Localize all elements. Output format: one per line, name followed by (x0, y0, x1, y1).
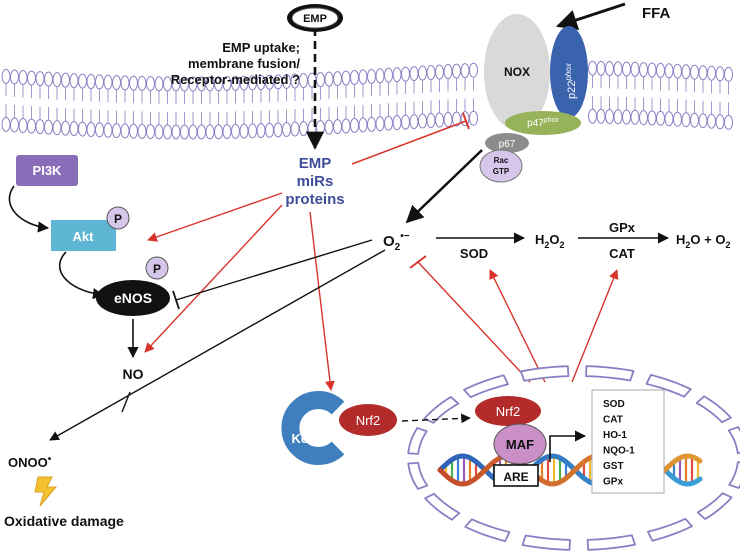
enos-phospho (145, 256, 169, 280)
superoxide-to-onoo-arrow (49, 249, 386, 441)
nrf2-cyto-label: Nrf2 (356, 413, 381, 428)
sod-enzyme-label: SOD (460, 246, 488, 261)
keap1-protein (281, 391, 345, 465)
gtp-label: GTP (493, 167, 510, 176)
target-gene-gst: GST (603, 461, 624, 472)
nox-complex: NOX p22phox p47phox p67 Rac GTP (479, 14, 588, 183)
gpx-enzyme-label: GPx (609, 220, 636, 235)
onoo-label: ONOO (8, 455, 48, 470)
maf-protein (493, 423, 547, 465)
uptake-line-3: Receptor-mediated ? (171, 72, 300, 87)
target-gene-cat: CAT (603, 415, 623, 426)
p67-label: p67 (499, 139, 516, 150)
target-gene-gpx: GPx (603, 477, 623, 488)
rac-gtp-protein (479, 149, 523, 183)
nox-to-superoxide-arrow (405, 149, 483, 224)
h2o2-label: H2O2 (535, 232, 565, 250)
keap1-label: Keap1 (291, 431, 330, 446)
lightning-icon (34, 476, 58, 507)
akt-box (51, 220, 116, 251)
nrf2-cyto-protein (339, 404, 397, 436)
oxidative-damage-label: Oxidative damage (4, 513, 124, 529)
nucleus-inhibits-superoxide (417, 261, 531, 383)
nucleus-envelope (407, 365, 740, 551)
svg-text:p47phox: p47phox (527, 117, 559, 129)
enos-node (96, 280, 170, 316)
emp-cargo-2: miRs (297, 173, 334, 190)
nucleus-to-cat-arrow (571, 269, 619, 383)
keap1-nrf2-complex: Keap1 Nrf2 (281, 391, 397, 465)
no-label: NO (123, 366, 144, 382)
uptake-line-1: EMP uptake; (222, 40, 300, 55)
no-to-onoo-link (121, 391, 131, 413)
p47phox-protein (505, 111, 581, 135)
target-genes-box (591, 389, 665, 494)
nrf2-nuclear-label: Nrf2 (496, 404, 521, 419)
emp-cargo-1: EMP (299, 155, 332, 172)
maf-label: MAF (506, 437, 534, 452)
pi3k-to-akt-arrow (8, 185, 50, 233)
rac-label: Rac (494, 156, 509, 165)
p67-protein (485, 133, 529, 153)
nox-protein (484, 14, 550, 130)
enos-inhibit-bar (172, 290, 180, 310)
emp-to-akt-arrow (147, 192, 283, 242)
target-gene-sod: SOD (603, 399, 625, 410)
nrf2-nuclear-protein (475, 396, 541, 426)
p47-sup: phox (543, 117, 560, 124)
enos-phospho-label: P (153, 262, 161, 276)
cat-enzyme-label: CAT (609, 246, 635, 261)
p47-label: p47 (527, 118, 544, 129)
nrf2-translocation-arrow (401, 413, 471, 424)
emp-to-no-arrow (144, 204, 283, 353)
akt-phospho-label: P (114, 212, 122, 226)
ffa-label: FFA (642, 5, 670, 22)
cell-membrane (1, 60, 733, 140)
akt-phospho (106, 206, 130, 230)
are-box (493, 464, 539, 487)
p22-sup: phox (564, 62, 573, 81)
target-gene-ho-1: HO-1 (603, 430, 627, 441)
emp-badge-label: EMP (303, 13, 327, 25)
onoo-dot: • (48, 454, 52, 465)
water-oxygen-label: H2O + O2 (676, 232, 730, 250)
svg-text:p22phox: p22phox (564, 62, 578, 99)
enos-label: eNOS (114, 290, 152, 306)
svg-text:ONOO•: ONOO• (8, 454, 52, 470)
akt-to-enos-arrow (58, 251, 105, 300)
superoxide-inhibit-bar (409, 255, 427, 269)
pi3k-box (16, 155, 78, 186)
nox-label: NOX (504, 65, 530, 79)
are-label: ARE (503, 470, 528, 484)
transcription-arrow (549, 430, 587, 462)
p22-label: p22 (566, 81, 578, 99)
p22phox-protein (550, 26, 588, 118)
emp-inhibit-bar (462, 112, 470, 130)
emp-cargo-3: proteins (285, 191, 344, 208)
ffa-arrow (556, 2, 626, 31)
emp-badge: EMP (287, 4, 343, 32)
superoxide-label: O2•− (383, 231, 410, 253)
nucleus-to-sod-arrow (489, 269, 546, 383)
emp-to-nrf2-arrow (309, 211, 335, 391)
superoxide-inhibits-enos (175, 239, 373, 301)
pi3k-label: PI3K (33, 163, 63, 178)
akt-label: Akt (73, 229, 95, 244)
emp-inhibits-nox (351, 120, 467, 165)
target-gene-nqo-1: NQO-1 (603, 446, 635, 457)
uptake-line-2: membrane fusion/ (188, 56, 300, 71)
